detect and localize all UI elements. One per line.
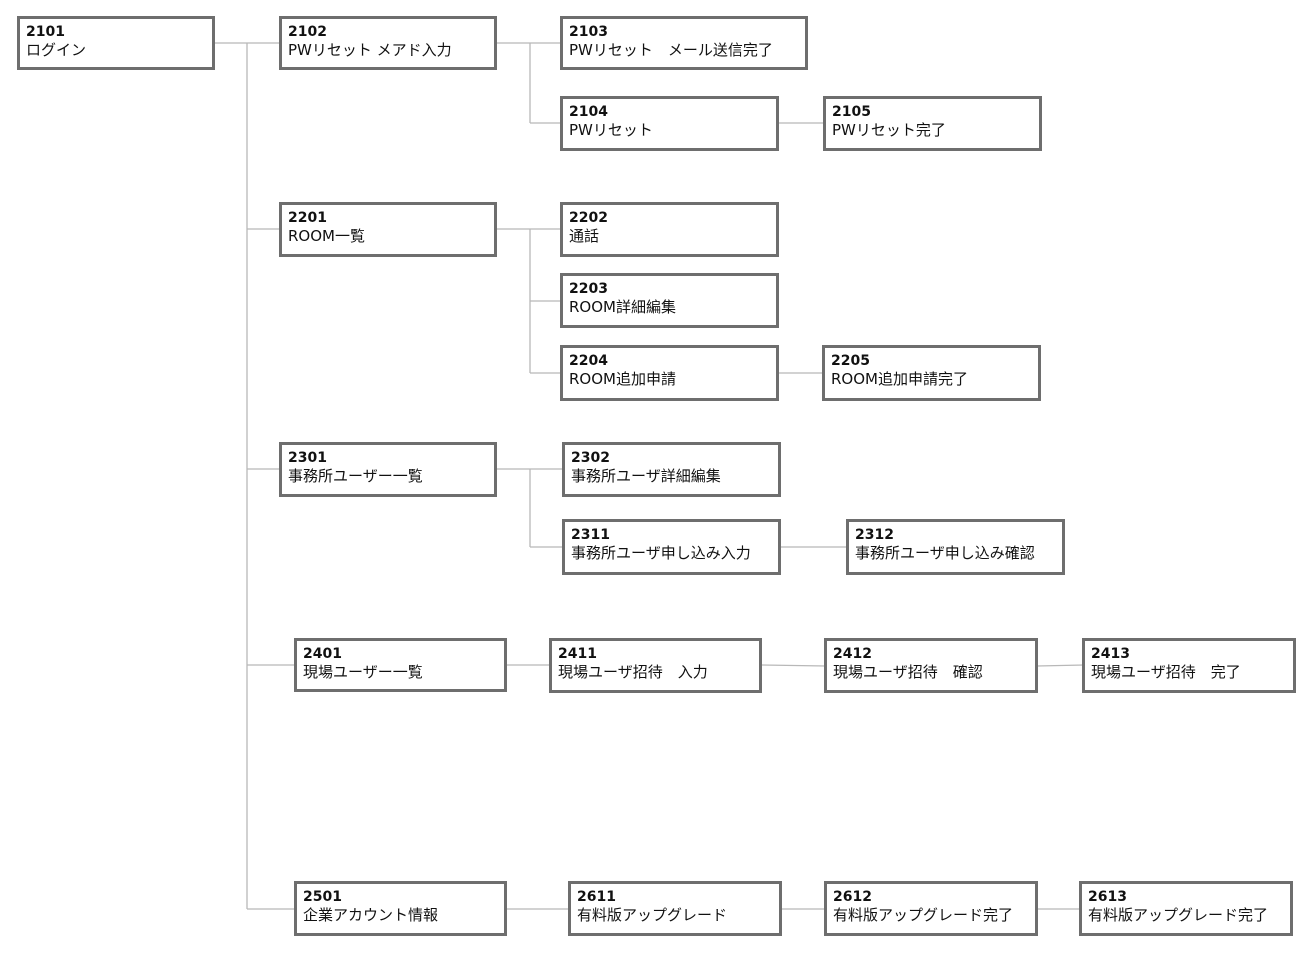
node-label: 企業アカウント情報 (303, 905, 439, 924)
node-id: 2103 (569, 24, 608, 40)
node-label: 現場ユーザ招待 入力 (558, 662, 708, 681)
node-id: 2204 (569, 353, 608, 369)
node-id: 2104 (569, 104, 608, 120)
node-id: 2411 (558, 646, 597, 662)
node-id: 2312 (855, 527, 894, 543)
node-label: 現場ユーザ招待 完了 (1091, 662, 1241, 681)
node-id: 2611 (577, 889, 616, 905)
node-label: PWリセット メアド入力 (288, 40, 452, 59)
node-label: 有料版アップグレード (577, 905, 728, 924)
node-label: ログイン (26, 40, 87, 59)
connector-line (760, 664, 827, 667)
node-id: 2101 (26, 24, 65, 40)
node-label: PWリセット完了 (832, 120, 946, 139)
node-id: 2612 (833, 889, 872, 905)
node-id: 2105 (832, 104, 871, 120)
node-id: 2201 (288, 210, 327, 226)
node-id: 2413 (1091, 646, 1130, 662)
node-label: 現場ユーザ招待 確認 (833, 662, 983, 681)
node-label: 事務所ユーザ申し込み入力 (571, 543, 751, 562)
node-label: 事務所ユーザ申し込み確認 (855, 543, 1035, 562)
node-label: 有料版アップグレード完了 (1088, 905, 1269, 924)
node-label: 事務所ユーザ詳細編集 (571, 466, 721, 485)
node-id: 2203 (569, 281, 608, 297)
node-label: ROOM一覧 (288, 226, 365, 245)
node-label: PWリセット (569, 120, 653, 139)
node-label: 現場ユーザー一覧 (303, 662, 423, 681)
node-id: 2311 (571, 527, 610, 543)
node-id: 2202 (569, 210, 608, 226)
node-id: 2613 (1088, 889, 1127, 905)
node-id: 2501 (303, 889, 342, 905)
node-label: ROOM詳細編集 (569, 297, 676, 316)
node-id: 2401 (303, 646, 342, 662)
node-id: 2302 (571, 450, 610, 466)
node-id: 2102 (288, 24, 327, 40)
node-label: PWリセット メール送信完了 (569, 40, 773, 59)
node-id: 2412 (833, 646, 872, 662)
node-label: 有料版アップグレード完了 (833, 905, 1014, 924)
node-id: 2205 (831, 353, 870, 369)
node-id: 2301 (288, 450, 327, 466)
node-label: ROOM追加申請完了 (831, 369, 968, 388)
node-label: ROOM追加申請 (569, 369, 676, 388)
node-label: 事務所ユーザー一覧 (288, 466, 423, 485)
connector-line (1036, 664, 1085, 667)
node-label: 通話 (569, 226, 600, 245)
